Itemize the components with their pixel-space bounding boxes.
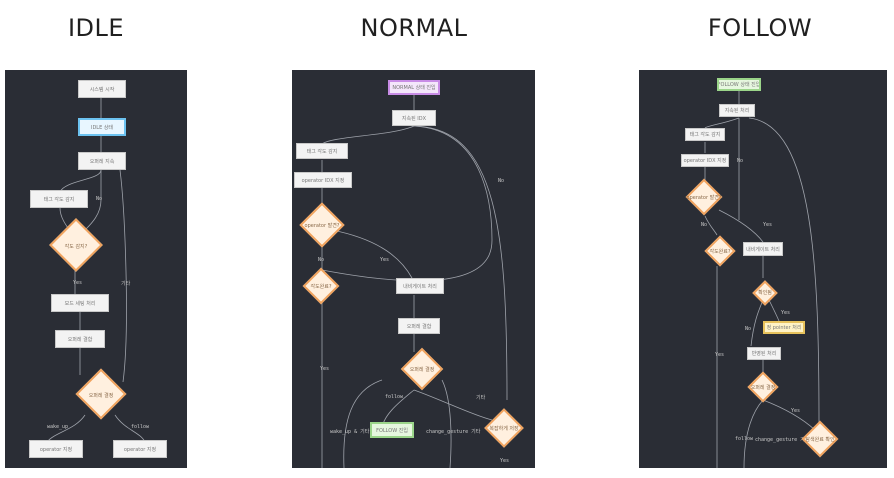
normal-flowchart: NORMAL 상태 진입 지속된 IDX 태그 각도 감지 operator I…	[292, 70, 535, 468]
follow-operator-found-label: operator 발견?	[686, 195, 722, 201]
normal-operator-found-label: operator 발견?	[304, 223, 340, 229]
operator-assign-right-node: operator 지정	[113, 440, 167, 458]
idle-column-title: IDLE	[67, 14, 125, 42]
normal-edge-other: 기타	[476, 395, 486, 401]
normal-follow-enter-node: FOLLOW 진입	[370, 422, 414, 438]
follow-edge-follow: follow	[735, 436, 754, 442]
normal-operator-decision-label: 오퍼레 결정	[409, 367, 435, 373]
follow-edge-yes-3: Yes	[715, 352, 725, 358]
normal-angle-done-label: 각도완료?	[310, 284, 332, 290]
normal-edge-follow: follow	[385, 394, 404, 400]
angle-detected-label: 각도 감지?	[64, 244, 88, 250]
follow-edge-change-gesture: change_gesture 기타	[755, 437, 810, 443]
normal-edge-change-gesture: change_gesture 기타	[426, 429, 481, 435]
follow-pointer-node: 정 pointer 처리	[763, 321, 805, 334]
follow-edge-no-2: No	[737, 158, 744, 164]
follow-flowchart: FOLLOW 상태 진입 지속된 처리 태그 각도 감지 operator ID…	[639, 70, 887, 468]
tag-angle-detect-node: 태그 각도 감지	[30, 190, 88, 208]
follow-tag-detect-node: 태그 각도 감지	[685, 128, 725, 141]
normal-merge-node: 오퍼레 결합	[398, 318, 440, 334]
follow-edge-yes-2: Yes	[781, 310, 791, 316]
edge-label-no: No	[96, 196, 103, 202]
start-node: 시스템 시작	[78, 80, 126, 98]
follow-operator-decision-label: 오퍼레 결정	[750, 385, 776, 391]
follow-confirmed-label: 확인됨	[758, 290, 772, 296]
normal-edge-no-1: No	[318, 257, 325, 263]
normal-operator-idx-node: operator IDX 지정	[294, 172, 352, 188]
follow-continue-node: 지속된 처리	[719, 104, 755, 117]
follow-edge-no-1: No	[701, 222, 708, 228]
normal-edge-yes-3: Yes	[500, 458, 510, 464]
edge-label-wake-up: wake_up	[47, 424, 69, 430]
edge-label-again: 기타	[121, 281, 131, 287]
idle-state-node: IDLE 상태	[78, 118, 126, 136]
operator-decision-label: 오퍼레 결정	[88, 393, 114, 399]
follow-operator-idx-node: operator IDX 지정	[681, 154, 729, 167]
normal-edge-yes-1: Yes	[380, 257, 390, 263]
follow-search-done-label: 탐색완료 확인	[805, 437, 835, 443]
follow-edge-yes-4: Yes	[791, 408, 801, 414]
normal-edges	[321, 95, 508, 468]
normal-edge-yes-2: Yes	[320, 366, 330, 372]
normal-enter-node: NORMAL 상태 진입	[388, 80, 440, 95]
normal-nav-node: 내비게이트 처리	[396, 278, 444, 294]
follow-edge-yes-1: Yes	[763, 222, 773, 228]
follow-reflected-node: 반영된 처리	[747, 347, 781, 360]
operator-merge-node: 오퍼레 결합	[55, 330, 105, 348]
normal-edge-no-2: No	[498, 178, 505, 184]
operator-continue-node: 오퍼레 지속	[78, 152, 126, 170]
mode-setting-node: 모드 세팅 처리	[51, 294, 109, 312]
idle-edges	[46, 98, 146, 443]
follow-edges	[704, 90, 820, 468]
idle-flowchart: 시스템 시작 IDLE 상태 오퍼레 지속 태그 각도 감지 각도 감지? No…	[5, 70, 187, 468]
follow-column-title: FOLLOW	[707, 14, 813, 42]
normal-edge-wakeup: wake_up & 기타	[330, 429, 370, 435]
operator-assign-left-node: operator 지정	[29, 440, 83, 458]
follow-edge-no-3: No	[745, 326, 752, 332]
normal-column-title: NORMAL	[360, 14, 468, 42]
follow-angle-done-label: 각도완료?	[709, 249, 731, 255]
normal-tag-detect-node: 태그 각도 감지	[296, 143, 348, 159]
edge-label-follow: follow	[131, 424, 150, 430]
normal-save-decision-label: 복잡하게 저장	[489, 426, 519, 432]
continue-idx-node: 지속된 IDX	[392, 110, 436, 126]
edge-label-yes: Yes	[73, 280, 83, 286]
follow-enter-node: FOLLOW 상태 진입	[717, 78, 761, 91]
follow-nav-node: 내비게이트 처리	[743, 242, 783, 256]
